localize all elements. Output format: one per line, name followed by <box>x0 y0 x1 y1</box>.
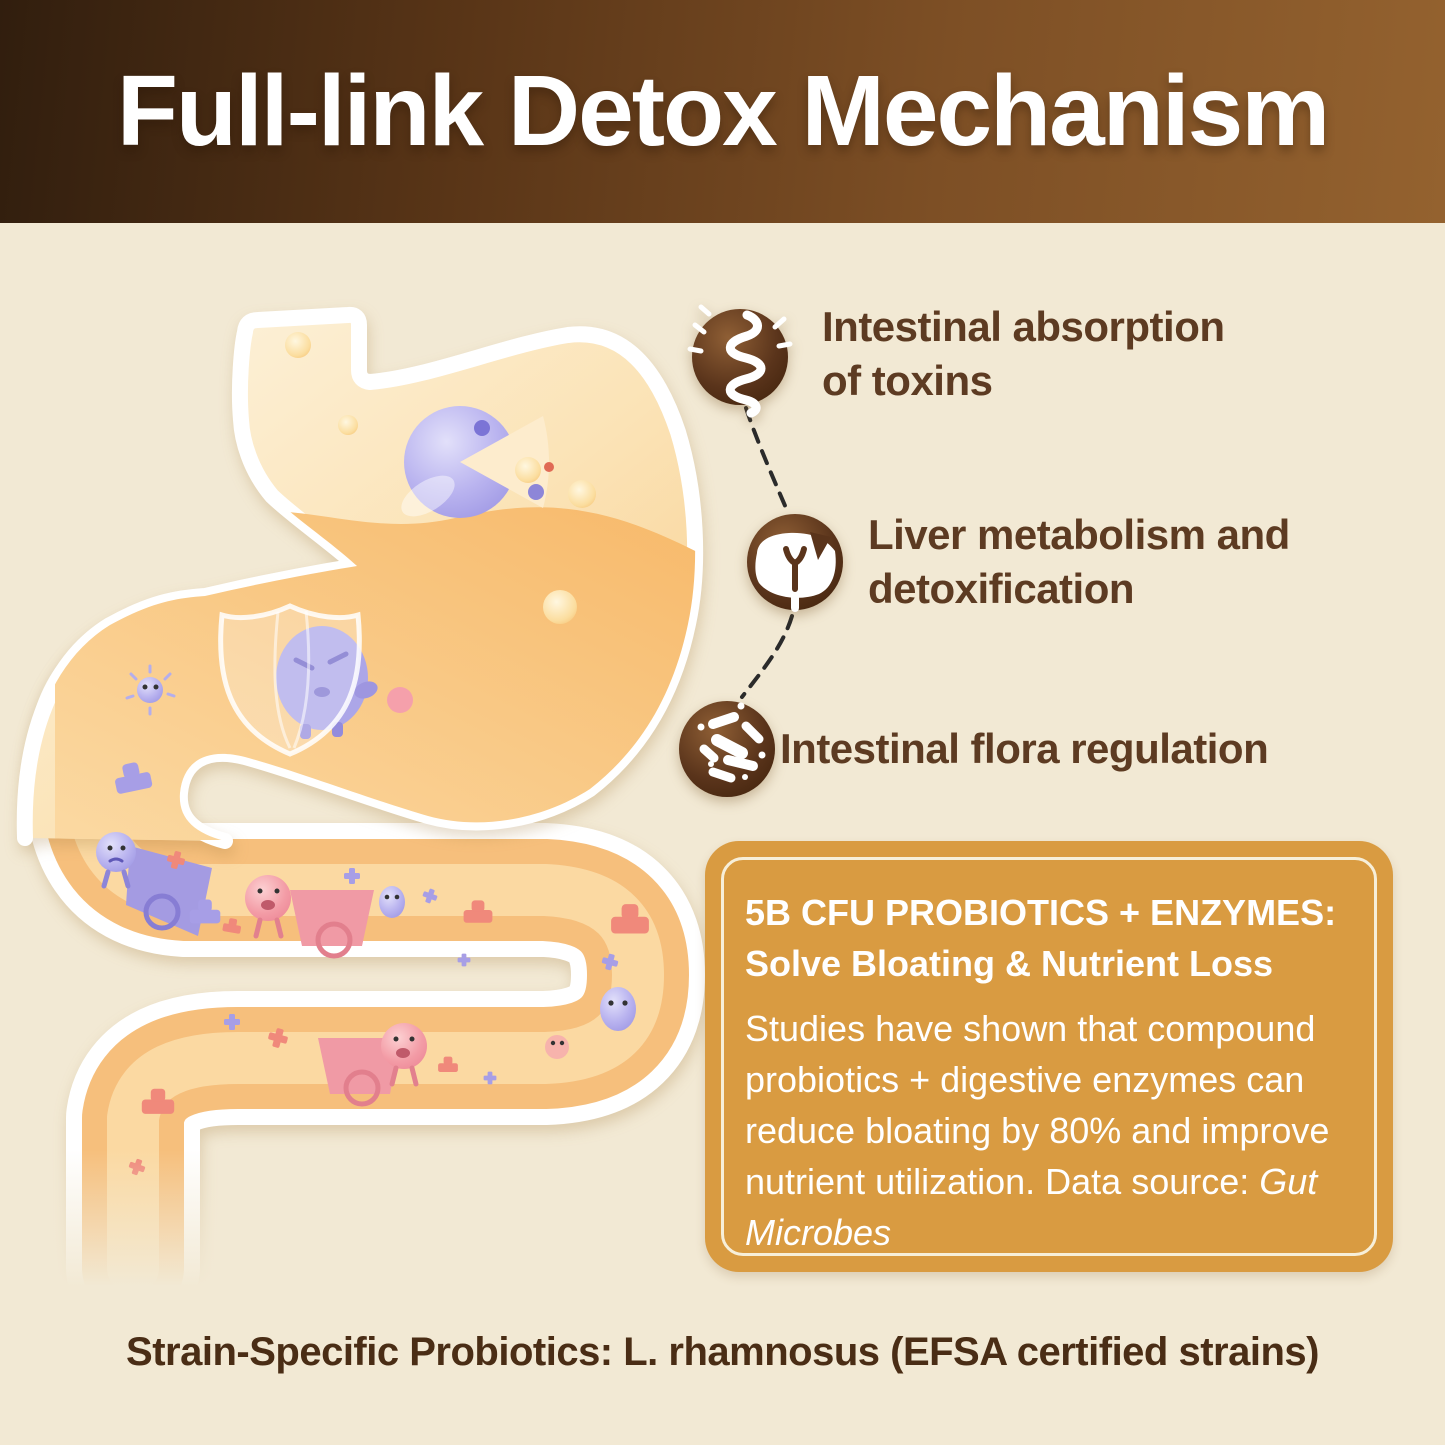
probiotics-info-box: 5B CFU PROBIOTICS + ENZYMES: Solve Bloat… <box>705 841 1393 1272</box>
strain-caption: Strain-Specific Probiotics: L. rhamnosus… <box>126 1330 1319 1374</box>
step-label-intestinal-absorption: Intestinal absorption of toxins <box>822 300 1225 408</box>
pacman-enzyme-character <box>401 406 554 518</box>
step-label-line: Intestinal flora regulation <box>780 725 1269 772</box>
page-title: Full-link Detox Mechanism <box>116 55 1330 167</box>
stomach-bubbles <box>285 332 596 713</box>
info-box-content: 5B CFU PROBIOTICS + ENZYMES: Solve Bloat… <box>745 887 1363 1258</box>
step-label-liver-metabolism: Liver metabolism and detoxification <box>868 508 1290 616</box>
cart-probiotic-character-1 <box>245 875 374 959</box>
info-box-body-text: Studies have shown that compound probiot… <box>745 1008 1330 1202</box>
stomach-liquid <box>55 507 696 840</box>
tube-fade <box>40 1150 230 1360</box>
step-label-line: Liver metabolism and <box>868 511 1290 558</box>
spiky-probiotic-ball <box>125 664 176 716</box>
header-band: Full-link Detox Mechanism <box>0 0 1445 223</box>
step-label-line: Intestinal absorption <box>822 303 1225 350</box>
protection-shield <box>218 603 362 757</box>
info-box-source: Gut Microbes <box>745 1161 1318 1253</box>
cart-probiotic-character-2 <box>318 1023 427 1107</box>
info-box-title-line1: 5B CFU PROBIOTICS + ENZYMES: <box>745 892 1337 933</box>
step-connector-dashes <box>740 406 794 699</box>
stomach <box>16 306 704 849</box>
step-label-flora-regulation: Intestinal flora regulation <box>780 722 1269 776</box>
step-label-line: detoxification <box>868 565 1135 612</box>
step-label-line: of toxins <box>822 357 993 404</box>
gut-flora-icon <box>679 701 775 797</box>
info-box-body: Studies have shown that compound probiot… <box>745 1003 1363 1258</box>
liver-icon <box>747 514 843 612</box>
shielded-toxin-character <box>218 603 378 757</box>
probiotic-ball-small <box>379 886 636 1059</box>
info-box-title-line2: Solve Bloating & Nutrient Loss <box>745 943 1274 984</box>
intestine-icon <box>687 304 793 418</box>
tube-characters <box>96 664 649 1178</box>
info-box-title: 5B CFU PROBIOTICS + ENZYMES: Solve Bloat… <box>745 887 1363 989</box>
